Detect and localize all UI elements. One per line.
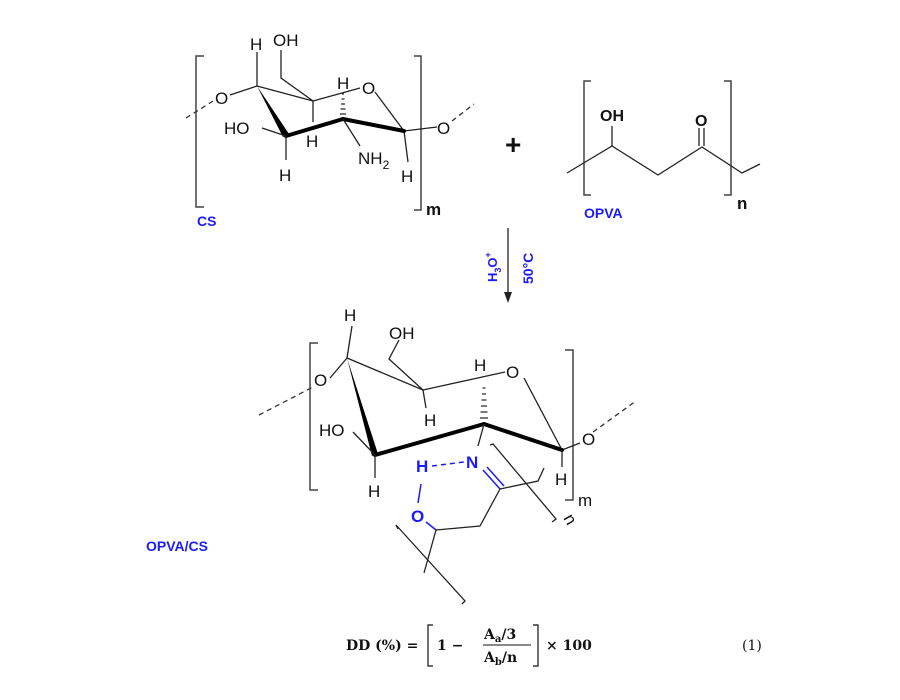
plus-sign: + <box>505 129 521 160</box>
equation-denominator: Ab/n <box>483 650 517 668</box>
atom-label: H <box>279 166 291 185</box>
atom-label: O <box>215 89 228 108</box>
right-bracket <box>565 349 574 501</box>
atom-label: OH <box>389 324 415 343</box>
atom-label: O <box>582 430 595 449</box>
left-bracket <box>583 80 591 196</box>
left-bracket <box>309 342 318 491</box>
reaction-arrow: H3O+ 50°C <box>483 228 536 303</box>
dd-equation: DD (%) = 1 − Aa/3 Ab/n × 100 (1) <box>346 624 762 668</box>
atom-label: HO <box>319 421 345 440</box>
repeat-index-n: n <box>737 194 747 213</box>
repeat-index-n: n <box>560 511 581 529</box>
atom-label: O <box>506 363 519 382</box>
atom-label: OH <box>600 108 624 125</box>
hydrogen-bond-h-label: H <box>416 457 428 476</box>
oxygen-label: O <box>411 507 424 526</box>
atom-label: H <box>401 167 413 186</box>
equation-left-bracket <box>427 624 433 667</box>
atom-label: O <box>695 113 707 130</box>
temperature-condition: 50°C <box>520 253 536 284</box>
equation-right-bracket <box>533 624 539 667</box>
atom-label: HO <box>224 119 250 138</box>
nitrogen-label: N <box>466 453 478 472</box>
atom-label: O <box>437 119 450 138</box>
opva-structure: OH O n OPVA <box>566 80 761 221</box>
cs-label: CS <box>197 213 216 229</box>
right-bracket <box>724 80 732 196</box>
left-bracket <box>195 55 204 208</box>
atom-label: H <box>306 132 318 151</box>
opva-label: OPVA <box>584 205 623 221</box>
atom-label: H <box>474 356 486 375</box>
equation-one-minus: 1 − <box>437 638 463 654</box>
atom-label: O <box>314 371 327 390</box>
repeat-index-m: m <box>578 491 592 510</box>
arrow-head-icon <box>504 292 512 303</box>
atom-label: NH2 <box>358 149 390 172</box>
equation-times: × 100 <box>546 638 592 654</box>
atom-label: H <box>250 35 262 54</box>
atom-label: H <box>555 470 567 489</box>
repeat-index-m: m <box>426 200 441 219</box>
acid-condition: H3O+ <box>483 252 503 282</box>
atom-label: H <box>344 306 356 325</box>
atom-label: H <box>424 411 436 430</box>
atom-label: H <box>368 482 380 501</box>
chitosan-structure: H OH O H O HO H NH2 H H O m CS <box>185 31 475 229</box>
atom-label: OH <box>273 31 299 50</box>
atom-label: H <box>337 74 349 93</box>
equation-numerator: Aa/3 <box>483 627 516 645</box>
atom-label: O <box>362 79 375 98</box>
right-bracket <box>414 55 422 211</box>
equation-lhs: DD (%) = <box>346 638 418 654</box>
opva-cs-label: OPVA/CS <box>146 538 208 554</box>
opva-cs-structure: H OH O H O H HO N H H H O O m n OPVA/CS <box>146 306 637 605</box>
equation-number: (1) <box>742 638 762 654</box>
